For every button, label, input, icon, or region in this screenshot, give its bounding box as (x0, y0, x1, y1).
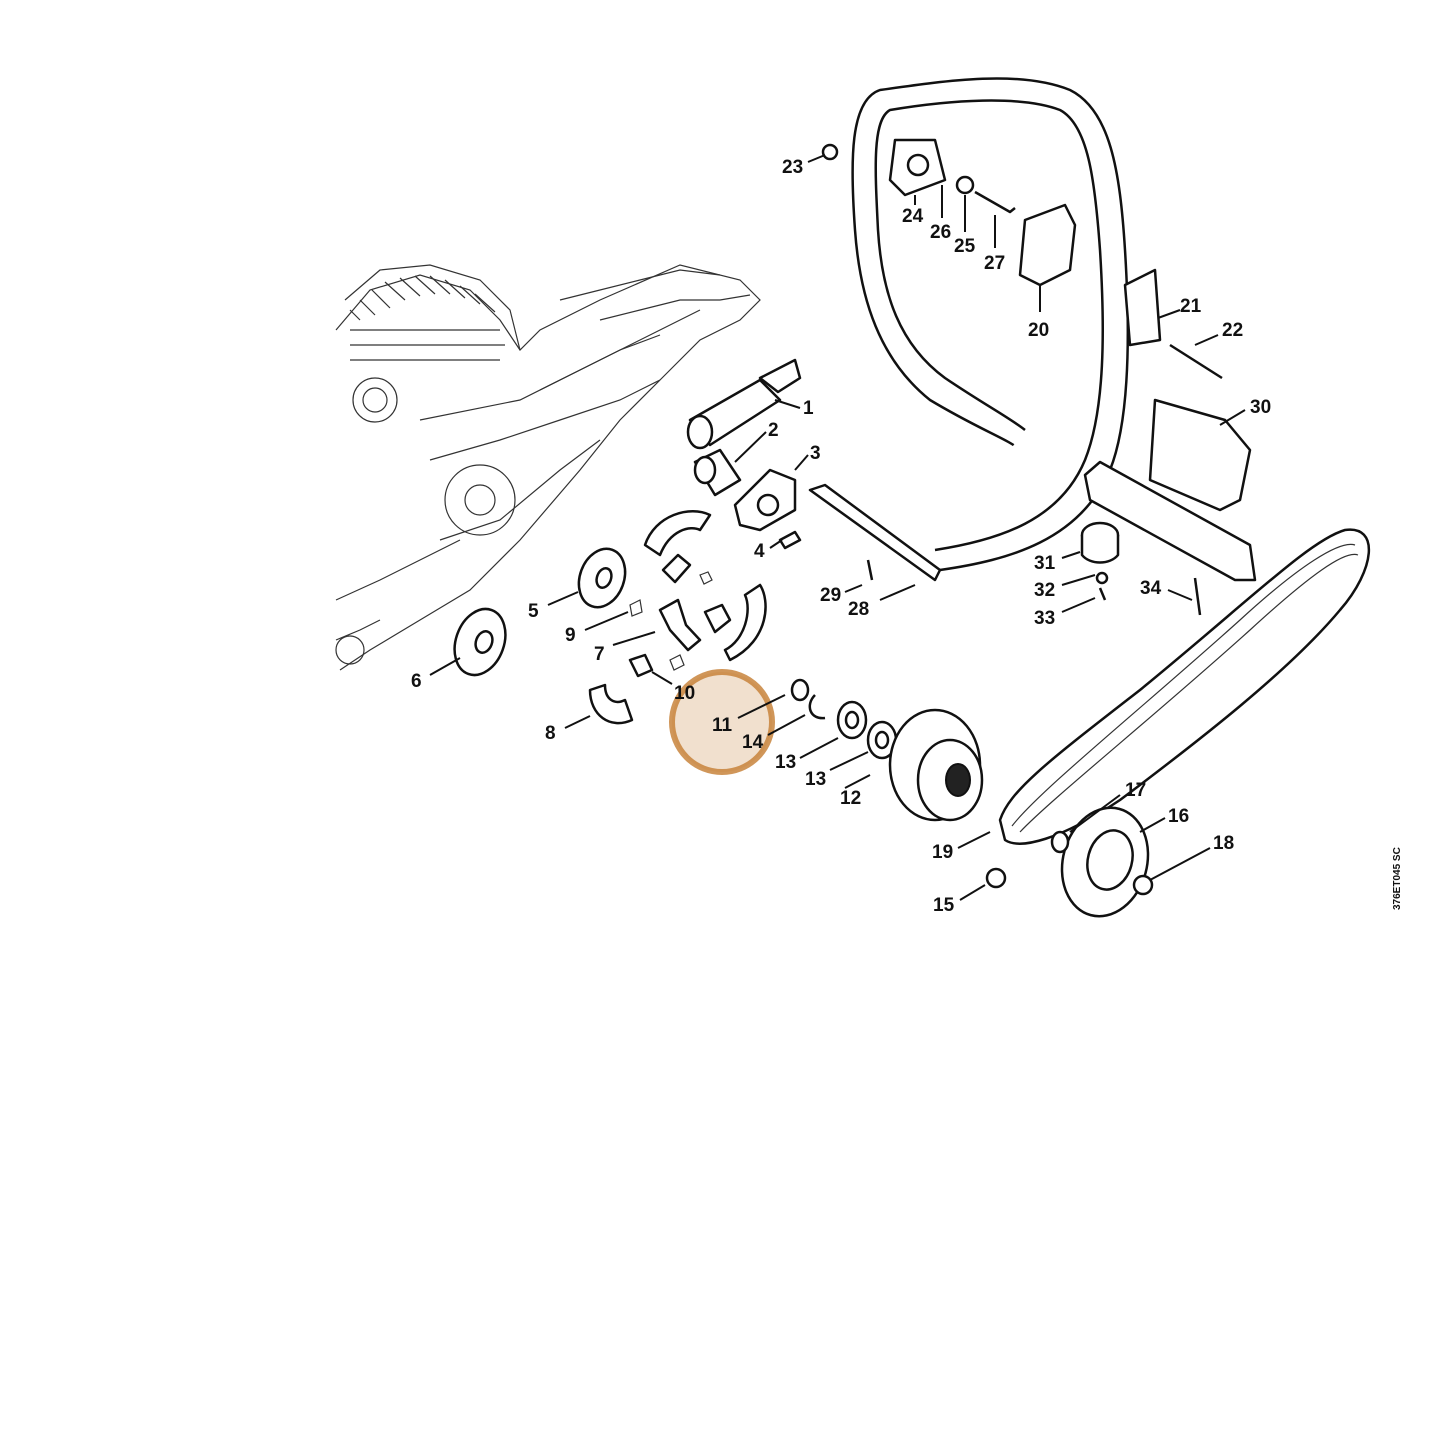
drawing-code: 376ET045 SC (1392, 847, 1403, 910)
clutch-assembly (588, 510, 767, 725)
part-2-sleeve (693, 448, 742, 497)
label-25: 25 (954, 236, 976, 257)
engine-housing (335, 264, 761, 671)
part-4-screw (778, 530, 802, 550)
leader-34 (1167, 589, 1193, 601)
label-1: 1 (803, 398, 814, 419)
leader-1 (774, 399, 801, 409)
leader-2 (734, 431, 767, 463)
label-22: 22 (1222, 320, 1243, 341)
part-callouts: 1 2 3 4 5 6 7 8 9 10 11 12 13 13 14 15 1 (411, 154, 1271, 916)
leader-32 (1061, 574, 1096, 586)
part-19-belt (998, 528, 1370, 845)
label-15: 15 (933, 895, 955, 916)
label-33: 33 (1034, 608, 1055, 629)
label-31: 31 (1034, 553, 1056, 574)
label-12: 12 (840, 788, 861, 809)
leader-15 (959, 884, 986, 901)
label-8: 8 (545, 723, 556, 744)
guard-assembly (821, 143, 1257, 616)
label-26: 26 (930, 222, 951, 243)
part-5-washer (577, 547, 627, 609)
label-34: 34 (1140, 578, 1162, 599)
front-pulley (985, 806, 1154, 918)
label-2: 2 (768, 420, 779, 441)
leader-6 (429, 657, 461, 676)
label-17: 17 (1125, 780, 1146, 801)
label-6: 6 (411, 671, 422, 692)
part-3-bracket (733, 468, 797, 532)
label-19: 19 (932, 842, 953, 863)
leader-31 (1061, 551, 1081, 559)
label-21: 21 (1180, 296, 1202, 317)
leader-21 (1157, 309, 1181, 319)
label-10: 10 (674, 683, 695, 704)
label-18: 18 (1213, 833, 1234, 854)
label-29: 29 (820, 585, 841, 606)
label-28: 28 (848, 599, 869, 620)
label-32: 32 (1034, 580, 1055, 601)
leader-16 (1139, 817, 1166, 833)
label-3: 3 (810, 443, 821, 464)
leader-19 (957, 831, 991, 849)
leader-28 (879, 584, 916, 601)
leader-22 (1194, 334, 1219, 346)
label-5: 5 (528, 601, 539, 622)
leader-33 (1061, 597, 1096, 613)
leader-13b (829, 751, 869, 771)
highlight-fill (672, 672, 772, 772)
leader-4 (769, 539, 783, 549)
label-4: 4 (754, 541, 765, 562)
leader-7 (612, 631, 656, 646)
label-30: 30 (1250, 397, 1271, 418)
highlight-circle (669, 669, 775, 775)
label-7: 7 (594, 644, 605, 665)
leader-11 (737, 694, 786, 719)
leader-3 (794, 454, 809, 471)
label-24: 24 (902, 206, 924, 227)
leader-17 (1069, 794, 1121, 833)
label-13b: 13 (805, 769, 826, 790)
leader-5 (547, 591, 579, 606)
leader-12 (844, 774, 871, 789)
leader-18 (1149, 847, 1211, 881)
part-1-tube (686, 358, 802, 450)
leader-10 (651, 671, 673, 685)
label-27: 27 (984, 253, 1005, 274)
part-6-disc (453, 607, 507, 677)
leader-30 (1219, 409, 1246, 426)
leader-14 (767, 714, 806, 736)
leader-29 (844, 584, 863, 593)
label-9: 9 (565, 625, 576, 646)
leader-9 (584, 611, 629, 631)
leader-23 (807, 154, 826, 163)
leader-13a (799, 737, 839, 759)
label-16: 16 (1168, 806, 1189, 827)
label-20: 20 (1028, 320, 1049, 341)
leader-8 (564, 715, 591, 729)
part-12-pulley (888, 708, 984, 822)
label-11: 11 (712, 715, 733, 736)
handle-bar (808, 77, 1223, 582)
label-23: 23 (782, 157, 803, 178)
clutch-small-parts (790, 678, 898, 760)
label-14: 14 (742, 732, 764, 753)
label-13a: 13 (775, 752, 796, 773)
